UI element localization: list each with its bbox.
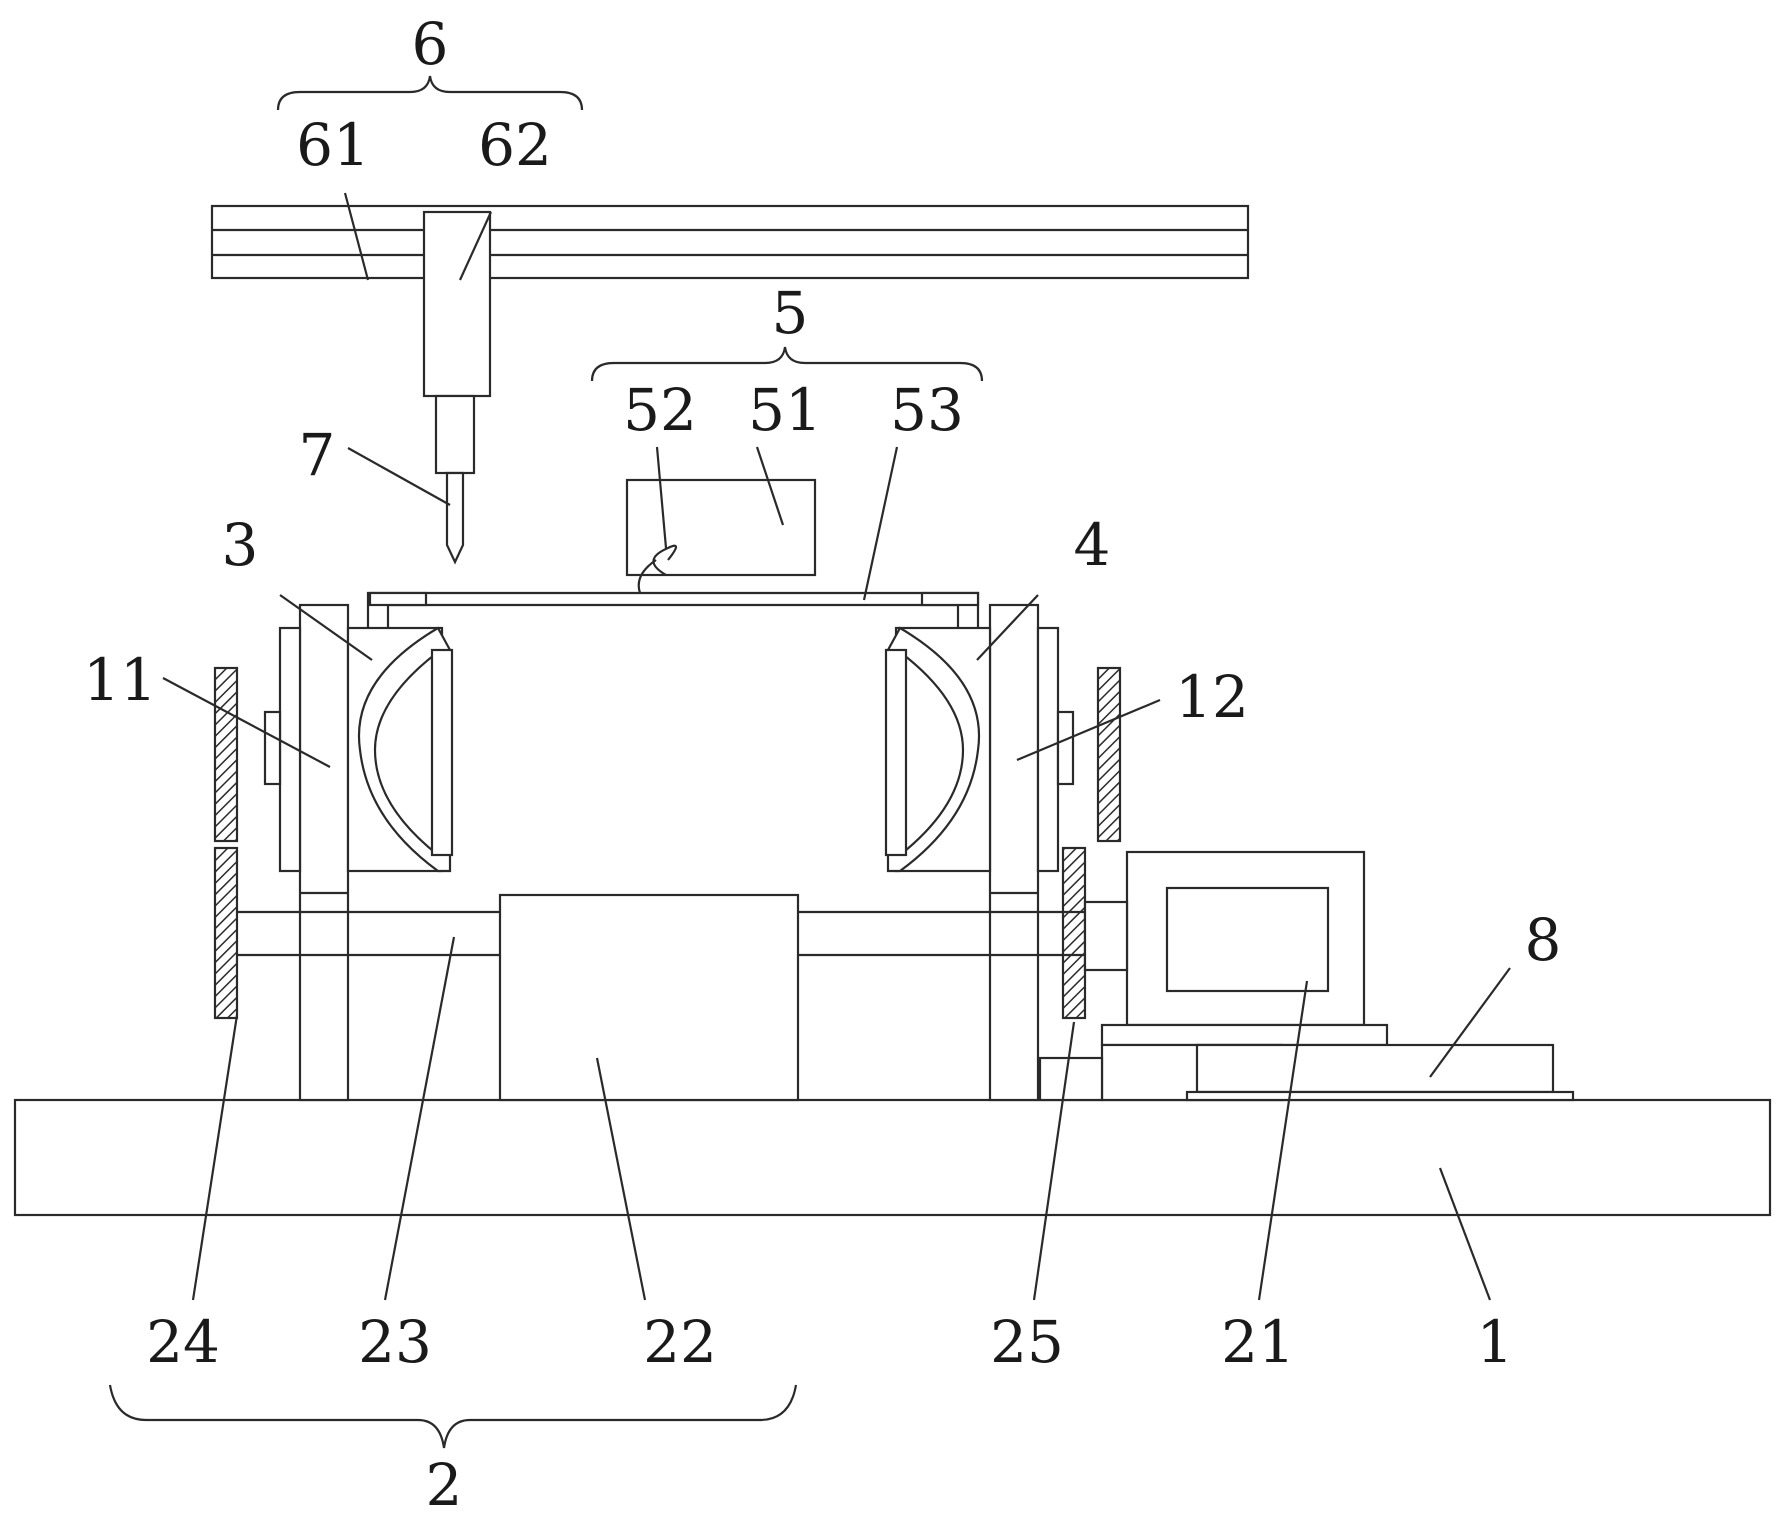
brace-2 <box>108 1384 798 1449</box>
leader-lines <box>162 192 1511 1301</box>
label-53: 53 <box>890 376 964 444</box>
cable <box>652 544 678 576</box>
base-attachment <box>1038 1043 1575 1102</box>
label-52: 52 <box>623 376 697 444</box>
label-4: 4 <box>1074 511 1111 579</box>
top-bar <box>366 591 980 640</box>
label-22: 22 <box>643 1308 717 1376</box>
brace-6 <box>276 75 584 111</box>
label-2: 2 <box>426 1451 463 1513</box>
label-5: 5 <box>772 279 809 347</box>
label-6: 6 <box>412 10 449 78</box>
cable-lower <box>637 559 657 594</box>
control-box <box>625 478 817 577</box>
base-plate <box>13 1098 1772 1217</box>
probe-tip <box>445 471 465 565</box>
label-51: 51 <box>748 376 822 444</box>
label-23: 23 <box>358 1308 432 1376</box>
label-1: 1 <box>1477 1308 1514 1376</box>
label-11: 11 <box>83 646 157 714</box>
label-25: 25 <box>990 1308 1064 1376</box>
label-3: 3 <box>222 511 259 579</box>
label-21: 21 <box>1221 1308 1295 1376</box>
label-12: 12 <box>1175 663 1249 731</box>
slider-carriage <box>422 210 492 475</box>
knurled-wheel-right-lower <box>1061 846 1087 1020</box>
knurled-wheel-right-upper <box>1096 666 1122 843</box>
brace-5 <box>590 346 984 382</box>
label-61: 61 <box>296 111 370 179</box>
label-62: 62 <box>478 111 552 179</box>
overhead-rail <box>210 204 1250 280</box>
label-8: 8 <box>1525 906 1562 974</box>
left-clamp-jaw <box>357 626 454 873</box>
right-clamp-jaw <box>884 626 981 873</box>
knurled-wheel-left-lower <box>213 846 239 1020</box>
label-7: 7 <box>299 421 336 489</box>
housing <box>498 893 800 1102</box>
knurled-wheel-left-upper <box>213 666 239 843</box>
label-24: 24 <box>146 1308 220 1376</box>
